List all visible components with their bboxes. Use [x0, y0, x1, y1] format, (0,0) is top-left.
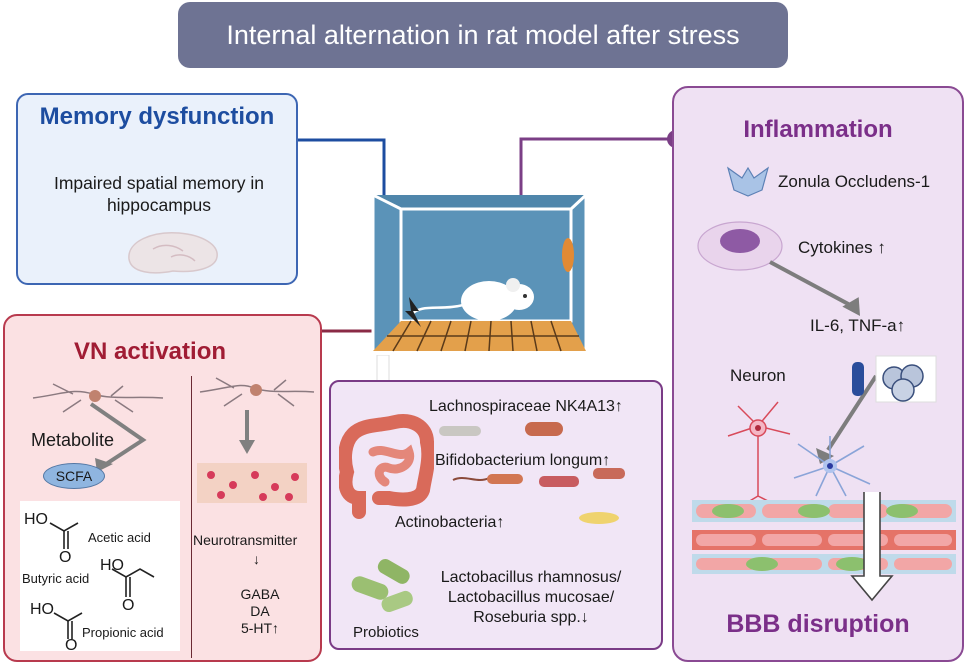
roseburia-label: Roseburia spp.↓	[473, 609, 589, 626]
zo1-label: Zonula Occludens-1	[778, 172, 931, 191]
gut-microbiota-panel: Lachnospiraceae NK4A13↑ Bifidobacterium …	[329, 380, 663, 650]
butyric-ho: HO	[100, 557, 124, 574]
blood-vessel-icon	[692, 492, 956, 602]
brain-icon	[128, 232, 218, 274]
synapse-icon	[197, 463, 307, 503]
vn-divider	[191, 376, 192, 658]
neurotransmitter-label: Neurotransmitter	[193, 532, 298, 548]
scfa-badge: SCFA	[43, 463, 105, 489]
neuron-icon-right	[199, 377, 315, 407]
neuron-icon	[32, 383, 164, 413]
neuron-cell-icon	[727, 401, 791, 503]
metabolite-label: Metabolite	[31, 430, 115, 450]
inflammation-title: Inflammation	[743, 116, 893, 143]
neuron-label: Neuron	[730, 366, 786, 385]
lactobacillus-list: Lactobacillus rhamnosus/ Lactobacillus m…	[431, 568, 631, 628]
probiotics-icon	[351, 559, 413, 613]
da-label: DA	[250, 603, 270, 619]
il6-label: IL-6, TNF-a↑	[810, 316, 906, 335]
tight-junction-icon	[726, 166, 770, 197]
butyric-acid-label: Butyric acid	[22, 571, 90, 586]
actinobacteria-label: Actinobacteria↑	[395, 514, 505, 531]
inflammation-panel: Inflammation Zonula Occludens-1 Cytokine…	[672, 86, 964, 662]
microglia-icon	[793, 436, 871, 497]
butyric-o: O	[122, 597, 135, 614]
vn-activation-panel: VN activation Metabolite SCFA HO O Aceti…	[3, 314, 322, 662]
lacto-rhamnosus-label: Lactobacillus rhamnosus/	[440, 569, 622, 586]
lachnospiraceae-label: Lachnospiraceae NK4A13↑	[429, 398, 623, 415]
propionic-o: O	[65, 637, 78, 654]
inflammation-connector	[519, 137, 676, 196]
bifidobacterium-label: Bifidobacterium longum↑	[435, 452, 611, 469]
vn-title: VN activation	[73, 338, 227, 365]
lacto-mucosae-label: Lactobacillus mucosae/	[447, 589, 615, 606]
rat-cage-icon	[371, 193, 588, 352]
metabolite-arrow	[89, 402, 147, 472]
serotonin-label: 5-HT↑	[240, 620, 280, 636]
acid-structures-box: HO O Acetic acid Butyric acid HO O HO O …	[20, 501, 180, 654]
inflammation-arrows	[769, 260, 878, 464]
bbb-disruption-title: BBB disruption	[726, 610, 910, 638]
memory-description: Impaired spatial memory in hippocampus	[53, 173, 265, 215]
bacteria-icon	[439, 422, 625, 524]
memory-connector	[270, 138, 386, 196]
page-title: Internal alternation in rat model after …	[178, 2, 788, 68]
neurotransmitter-arrow: ↓	[253, 551, 260, 567]
propionic-ho: HO	[30, 601, 54, 618]
propionic-acid-label: Propionic acid	[82, 625, 164, 640]
acetic-ho: HO	[24, 511, 48, 528]
probiotics-label: Probiotics	[353, 624, 419, 641]
vn-down-arrow	[239, 410, 255, 454]
acetic-acid-label: Acetic acid	[88, 530, 151, 545]
intestine-icon	[339, 414, 434, 519]
cytokine-molecules-icon	[852, 355, 937, 403]
cell-icon	[697, 221, 783, 271]
memory-title: Memory dysfunction	[39, 103, 275, 130]
acid-structures	[49, 522, 155, 639]
cytokines-label: Cytokines ↑	[798, 238, 886, 257]
neurotransmitter-list: GABA DA 5-HT↑	[205, 586, 315, 637]
page-title-text: Internal alternation in rat model after …	[226, 19, 740, 50]
memory-dysfunction-panel: Memory dysfunction Impaired spatial memo…	[16, 93, 298, 285]
acetic-o: O	[59, 549, 72, 566]
gaba-label: GABA	[240, 586, 280, 602]
scfa-label: SCFA	[55, 468, 93, 484]
